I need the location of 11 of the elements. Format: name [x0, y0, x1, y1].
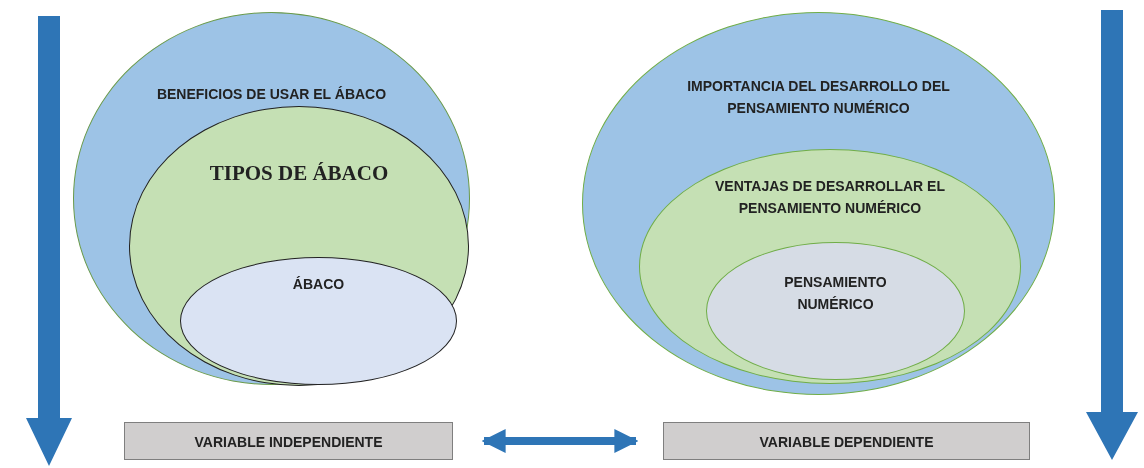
ellipse-label: IMPORTANCIA DEL DESARROLLO DEL PENSAMIENTO NUMÉRICO — [686, 77, 951, 119]
ellipse-label: ÁBACO — [291, 275, 346, 294]
ellipse-label: PENSAMIENTO NUMÉRICO — [783, 273, 888, 315]
box-label: VARIABLE INDEPENDIENTE — [193, 433, 384, 452]
ellipse-label: BENEFICIOS DE USAR EL ÁBACO — [155, 85, 388, 104]
variable-box — [124, 422, 453, 460]
ellipse-label: VENTAJAS DE DESARROLLAR EL PENSAMIENTO NUMÉRICO — [714, 177, 946, 219]
variable-box — [663, 422, 1030, 460]
ellipse-label: TIPOS DE ÁBACO — [208, 160, 390, 187]
box-label: VARIABLE DEPENDIENTE — [758, 433, 935, 452]
double-arrow — [481, 429, 639, 453]
